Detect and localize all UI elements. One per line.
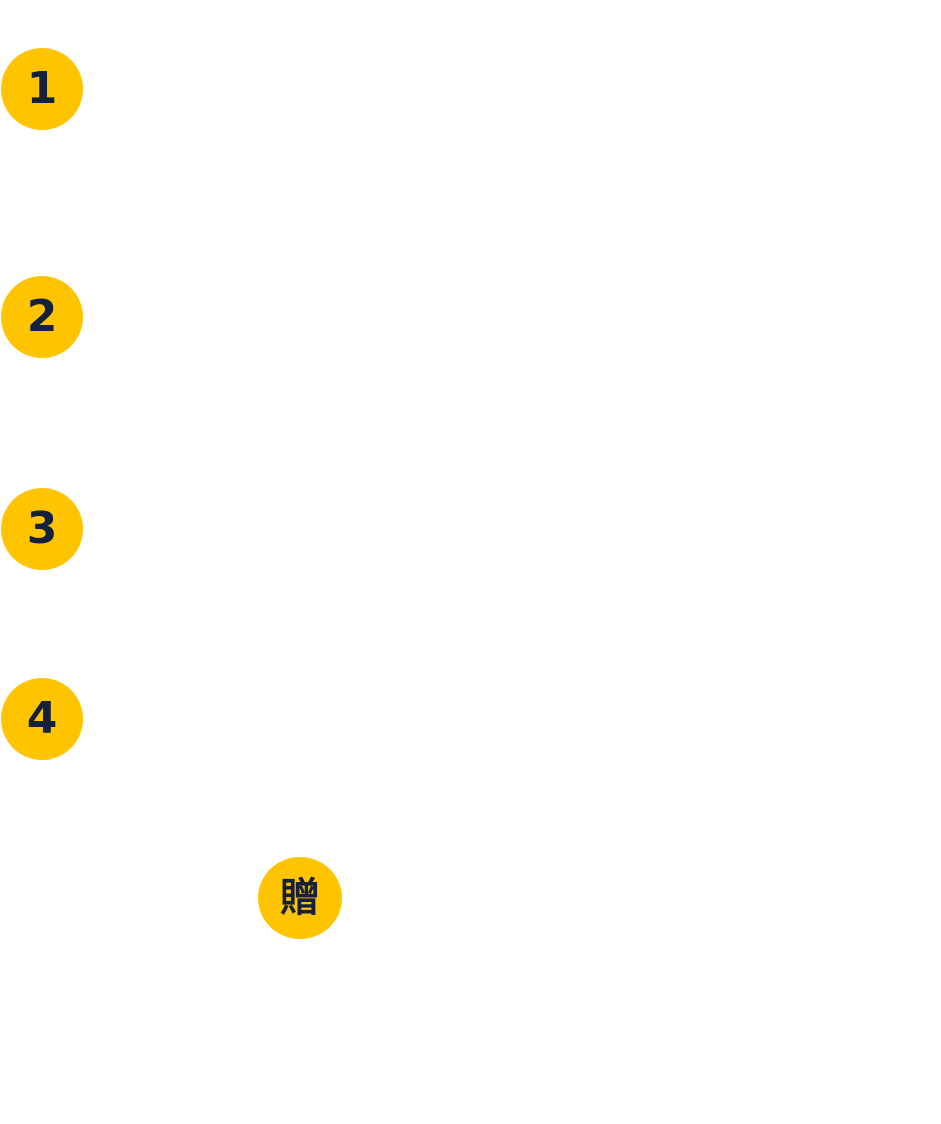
step-3-badge: 3 bbox=[1, 488, 83, 570]
step-4-number: 4 bbox=[26, 693, 58, 744]
step-1-badge: 1 bbox=[1, 48, 83, 130]
step-2-number: 2 bbox=[26, 291, 58, 342]
gift-badge: 贈 bbox=[258, 857, 342, 939]
gift-label: 贈 bbox=[280, 875, 320, 921]
step-1-number: 1 bbox=[26, 63, 58, 114]
step-2-badge: 2 bbox=[1, 276, 83, 358]
step-3-number: 3 bbox=[26, 503, 58, 554]
step-4-badge: 4 bbox=[1, 678, 83, 760]
